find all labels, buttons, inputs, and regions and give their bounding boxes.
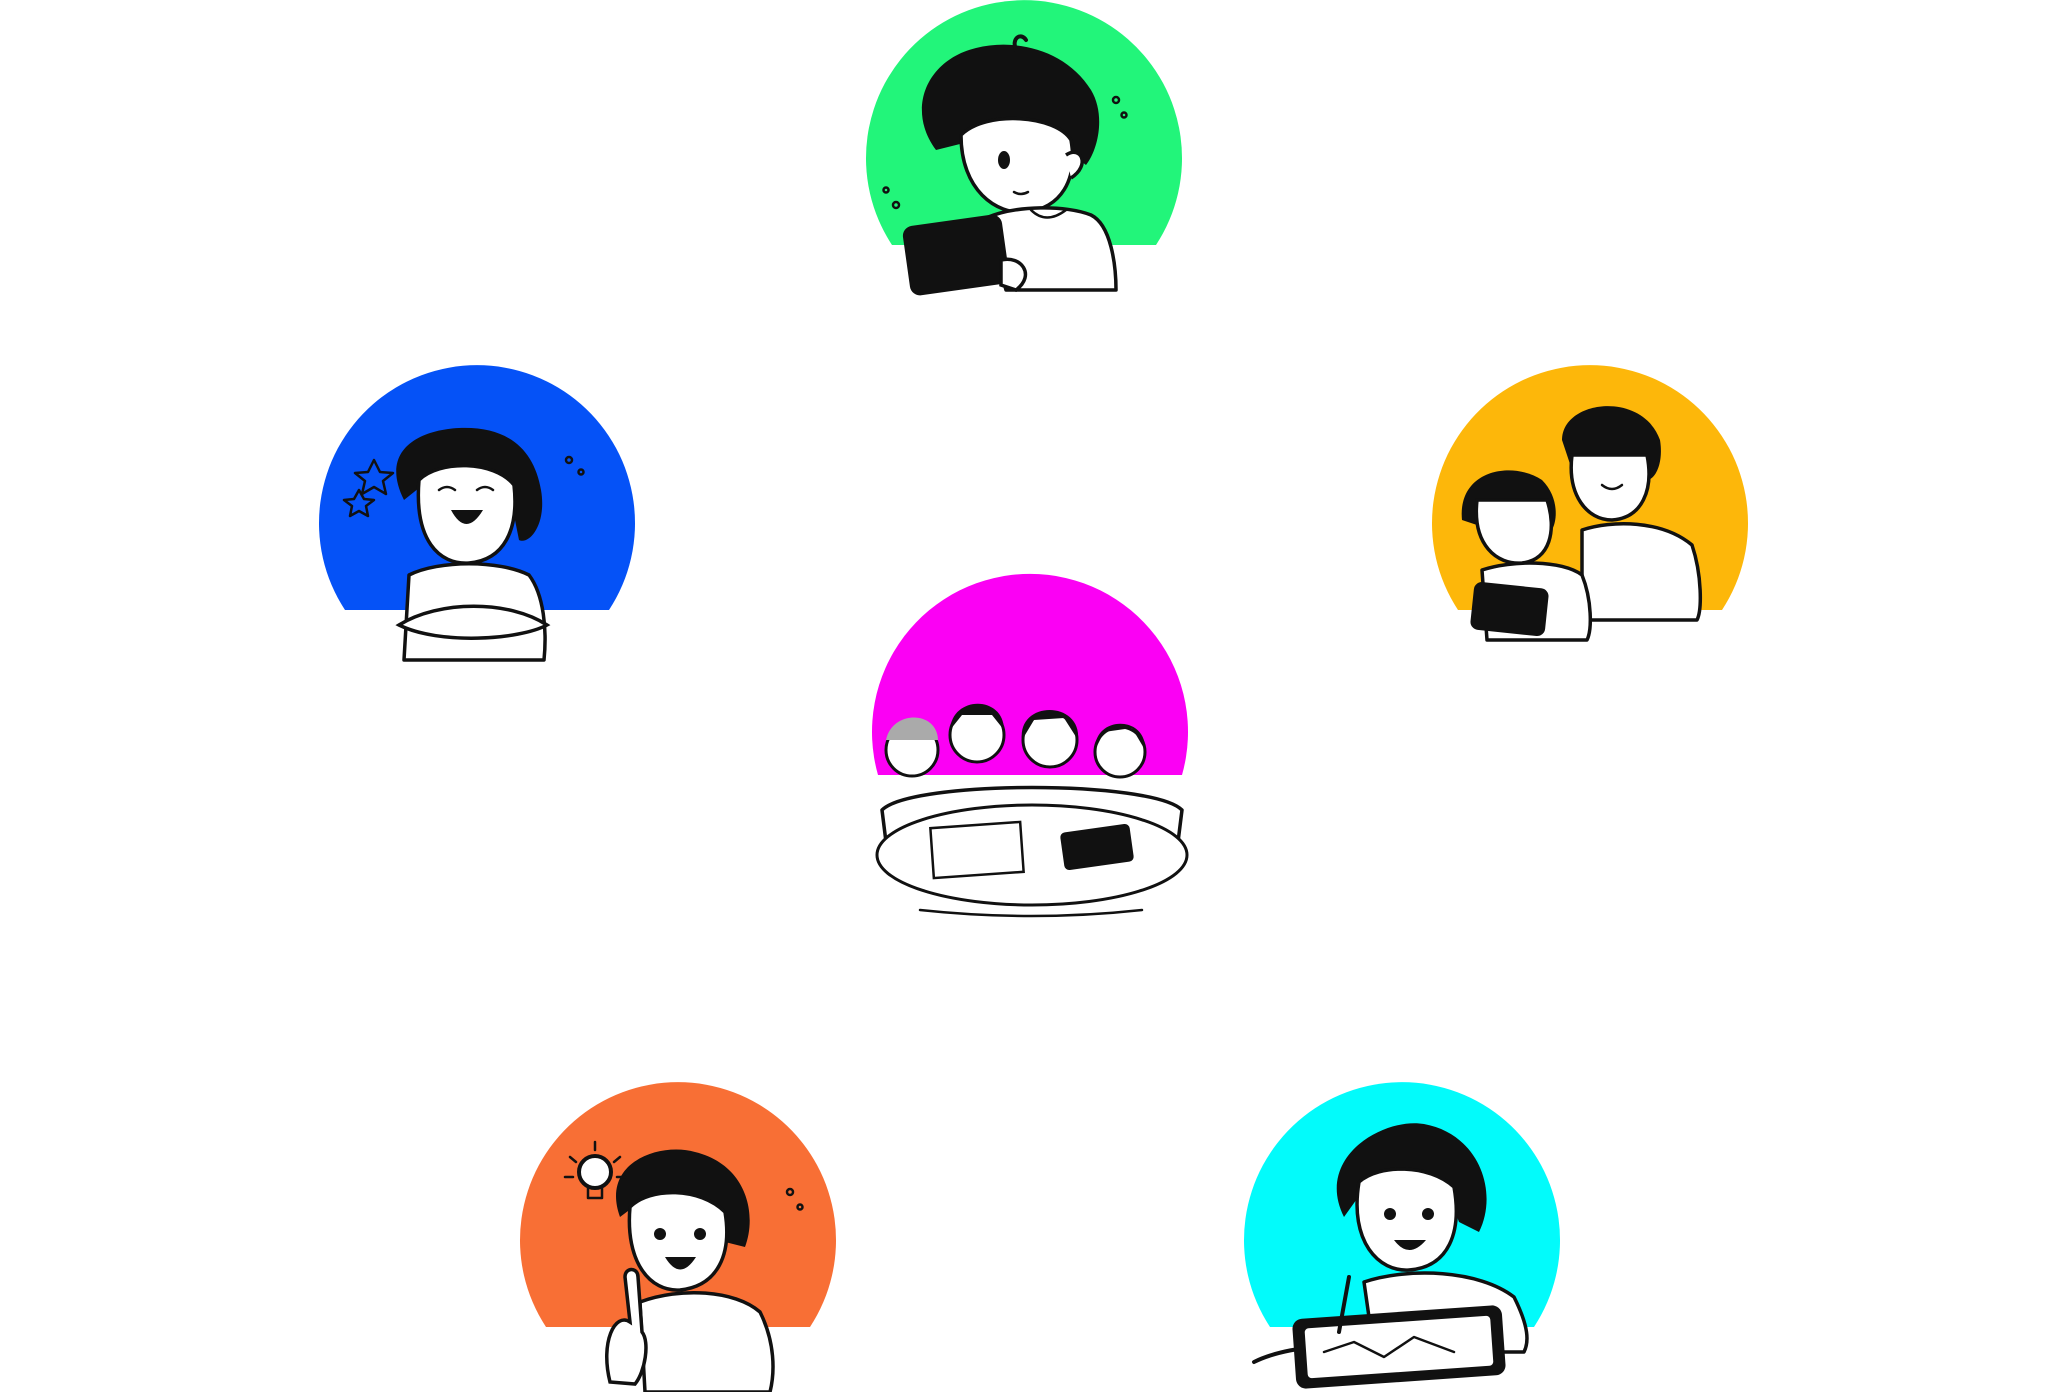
node-drawing (1244, 1072, 1560, 1392)
children-group-table-icon (872, 573, 1189, 918)
node-peer-help (1432, 360, 1748, 680)
older-child-helping-younger-icon (1432, 365, 1748, 642)
child-drawing-on-tablet-icon (1244, 1082, 1560, 1389)
node-group-learning (872, 573, 1189, 920)
node-idea (520, 1072, 836, 1392)
child-lightbulb-idea-icon (520, 1082, 836, 1392)
node-proud-child (319, 360, 635, 680)
node-focused-tablet (866, 0, 1182, 320)
child-arms-crossed-smiling-icon (319, 365, 635, 662)
child-using-tablet-icon (866, 0, 1182, 296)
